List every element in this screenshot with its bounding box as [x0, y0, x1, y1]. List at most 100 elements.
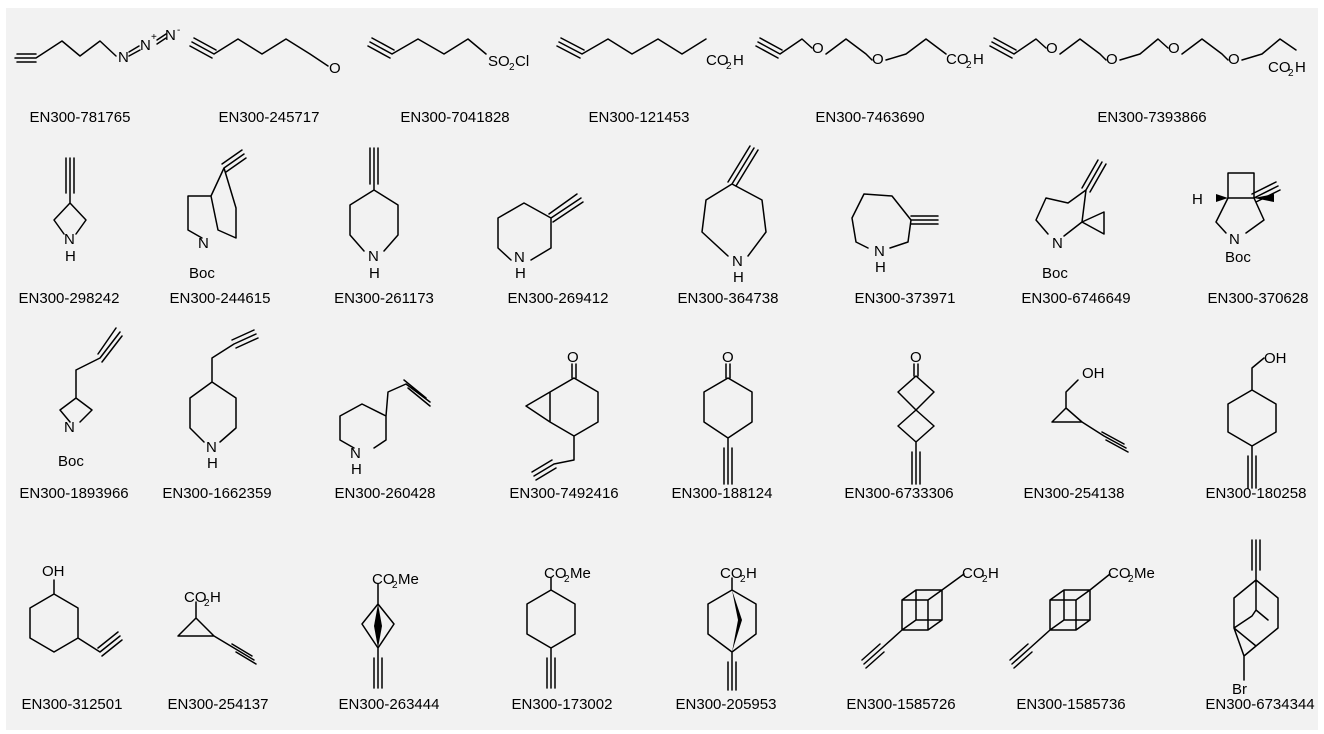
atom-label: 2: [204, 598, 210, 609]
compound-id-label: EN300-7041828: [400, 109, 510, 126]
atom-label: N: [64, 419, 75, 436]
atom-label: H: [207, 455, 218, 472]
atom-label: Boc: [189, 265, 215, 282]
structure-EN300-312501: OH: [29, 563, 123, 657]
atom-label: Me: [398, 571, 419, 588]
atom-label: 2: [564, 574, 570, 585]
atom-label: O: [1228, 51, 1240, 68]
structure-EN300-1585736: CO 2 Me: [1009, 565, 1155, 669]
structure-EN300-254138: OH: [1051, 365, 1129, 453]
atom-label: CO: [184, 589, 207, 606]
atom-label: Cl: [515, 53, 529, 70]
compound-id-label: EN300-7492416: [509, 485, 619, 502]
structure-EN300-263444: CO 2 Me: [361, 571, 419, 689]
compound-id-label: EN300-6733306: [844, 485, 954, 502]
atom-label: H: [973, 51, 984, 68]
atom-label: H: [515, 265, 526, 282]
atom-label: N: [1229, 231, 1240, 248]
compound-id-label: EN300-1585736: [1016, 696, 1126, 713]
atom-label: 2: [966, 60, 972, 71]
atom-label: H: [733, 269, 744, 286]
structure-EN300-364738: N H: [701, 145, 767, 286]
atom-label: H: [746, 565, 757, 582]
compound-id-label: EN300-1662359: [162, 485, 272, 502]
compound-id-label: EN300-180258: [1205, 485, 1307, 502]
atom-label: Boc: [1042, 265, 1068, 282]
structure-EN300-7492416: O: [525, 349, 599, 481]
compound-id-label: EN300-6746649: [1021, 290, 1131, 307]
atom-label: CO: [1268, 59, 1291, 76]
atom-label: 2: [509, 62, 515, 73]
atom-label: O: [722, 349, 734, 366]
atom-label: CO: [372, 571, 395, 588]
atom-label: O: [1046, 40, 1058, 57]
atom-label: -: [177, 25, 180, 36]
compound-id-label: EN300-373971: [854, 290, 956, 307]
compound-id-label: EN300-370628: [1207, 290, 1309, 307]
atom-label: 2: [392, 580, 398, 591]
structure-EN300-370628: H N Boc: [1192, 172, 1281, 266]
atom-label: H: [369, 265, 380, 282]
atom-label: CO: [720, 565, 743, 582]
atom-label: O: [498, 53, 510, 70]
structure-EN300-7463690: O O CO 2 H: [755, 37, 984, 71]
structure-EN300-254137: CO 2 H: [177, 589, 257, 665]
atom-label: N: [165, 27, 176, 44]
compound-id-label: EN300-260428: [334, 485, 436, 502]
atom-label: N: [206, 439, 217, 456]
compound-id-label: EN300-261173: [334, 290, 434, 307]
structure-EN300-121453: CO 2 H: [556, 37, 744, 72]
atom-label: O: [1168, 40, 1180, 57]
compound-id-label: EN300-254137: [167, 696, 269, 713]
compound-id-label: EN300-1585726: [846, 696, 956, 713]
structure-EN300-373971: N H: [851, 193, 939, 276]
atom-label: H: [1192, 191, 1203, 208]
compound-id-label: EN300-7393866: [1097, 109, 1207, 126]
atom-label: OH: [42, 563, 65, 580]
structure-EN300-1893966: N Boc: [58, 327, 123, 470]
compound-id-label: EN300-364738: [677, 290, 779, 307]
compound-id-label: EN300-312501: [21, 696, 123, 713]
structure-EN300-298242: N H: [53, 157, 87, 265]
compound-id-label: EN300-254138: [1023, 485, 1125, 502]
atom-label: OH: [1082, 365, 1105, 382]
atom-label: CO: [706, 52, 729, 69]
atom-label: Boc: [1225, 249, 1251, 266]
atom-label: H: [733, 52, 744, 69]
atom-label: O: [329, 60, 341, 77]
atom-label: 2: [982, 574, 988, 585]
atom-label: 2: [726, 61, 732, 72]
compound-id-label: EN300-781765: [29, 109, 131, 126]
atom-label: H: [210, 589, 221, 606]
atom-label: +: [151, 32, 157, 43]
atom-label: 2: [740, 574, 746, 585]
atom-label: O: [812, 40, 824, 57]
atom-label: O: [1106, 51, 1118, 68]
compound-id-label: EN300-1893966: [19, 485, 129, 502]
structure-EN300-269412: N H: [497, 193, 584, 282]
atom-label: Me: [570, 565, 591, 582]
atom-label: CO: [946, 51, 969, 68]
structure-EN300-260428: N H: [339, 379, 431, 478]
structure-EN300-1662359: N H: [189, 329, 259, 472]
atom-label: N: [64, 231, 75, 248]
compound-id-label: EN300-245717: [218, 109, 320, 126]
atom-label: N: [140, 37, 151, 54]
atom-label: Br: [1232, 681, 1247, 698]
compound-id-label: EN300-244615: [169, 290, 271, 307]
structure-EN300-7041828: S O 2 Cl: [367, 37, 529, 73]
atom-label: H: [351, 461, 362, 478]
structure-EN300-188124: O: [703, 349, 753, 485]
structures-canvas: N N + N - O S O 2 Cl CO 2 H O O CO 2 H O…: [14, 25, 1306, 698]
atom-label: N: [514, 249, 525, 266]
structure-panel: N N + N - O S O 2 Cl CO 2 H O O CO 2 H O…: [6, 8, 1318, 730]
atom-label: N: [350, 445, 361, 462]
compound-id-label: EN300-269412: [507, 290, 609, 307]
atom-label: H: [988, 565, 999, 582]
structure-EN300-244615: N Boc: [187, 149, 247, 282]
compound-id-label: EN300-298242: [18, 290, 120, 307]
atom-label: N: [874, 243, 885, 260]
compound-id-label: EN300-188124: [671, 485, 773, 502]
structure-EN300-180258: OH: [1227, 350, 1287, 489]
atom-label: H: [1295, 59, 1306, 76]
